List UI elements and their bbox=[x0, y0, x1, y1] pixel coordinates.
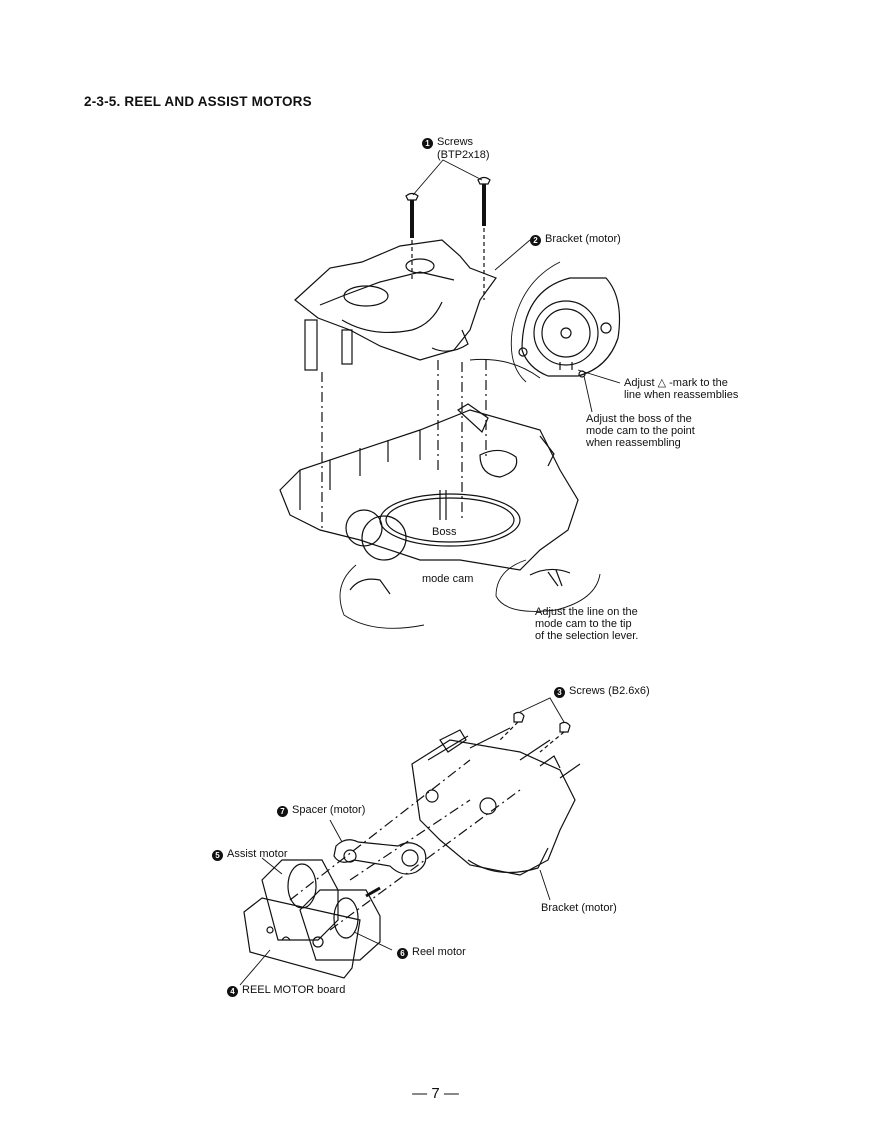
callout-adjust-mark-line2: line when reassemblies bbox=[624, 389, 739, 401]
callout-bracket-label: Bracket (motor) bbox=[545, 233, 621, 245]
step-number-badge: 2 bbox=[530, 235, 541, 246]
callout-screws-spec: (BTP2x18) bbox=[437, 149, 490, 161]
callout-spacer: 7 Spacer (motor) bbox=[277, 804, 365, 817]
callout-assist-label: Assist motor bbox=[227, 848, 288, 860]
callout-bracket-bottom: Bracket (motor) bbox=[541, 902, 617, 914]
callout-adjust-boss-line1: Adjust the boss of the bbox=[586, 413, 692, 425]
callout-board-label: REEL MOTOR board bbox=[242, 984, 346, 996]
step-number-badge: 1 bbox=[422, 138, 433, 149]
step-number-badge: 5 bbox=[212, 850, 223, 861]
callout-spacer-label: Spacer (motor) bbox=[292, 804, 366, 816]
callout-assist-motor: 5 Assist motor bbox=[212, 848, 288, 861]
section-title: 2-3-5. REEL AND ASSIST MOTORS bbox=[84, 94, 312, 109]
callout-adjust-line-line1: Adjust the line on the bbox=[535, 606, 638, 618]
screw-icon bbox=[405, 192, 419, 280]
callout-bracket-top: 2 Bracket (motor) bbox=[530, 233, 621, 246]
callout-reel-label: Reel motor bbox=[412, 946, 466, 958]
screw-icon bbox=[499, 711, 525, 741]
callout-adjust-mark-line1: Adjust △ -mark to the bbox=[624, 377, 728, 389]
callout-adjust-line: Adjust the line on the mode cam to the t… bbox=[535, 606, 638, 642]
screw-icon bbox=[477, 176, 491, 300]
callout-adjust-line-line2: mode cam to the tip bbox=[535, 618, 632, 630]
screw-icon bbox=[539, 721, 571, 753]
callout-adjust-boss-line2: mode cam to the point bbox=[586, 425, 695, 437]
callout-screws-b26: 3 Screws (B2.6x6) bbox=[554, 685, 650, 698]
callout-adjust-line-line3: of the selection lever. bbox=[535, 630, 639, 642]
callout-boss: Boss bbox=[432, 526, 457, 538]
step-number-badge: 6 bbox=[397, 948, 408, 959]
callout-mode-cam: mode cam bbox=[422, 573, 474, 585]
step-number-badge: 7 bbox=[277, 806, 288, 817]
page-number: — 7 — bbox=[412, 1085, 459, 1102]
callout-adjust-mark: Adjust △ -mark to the line when reassemb… bbox=[624, 377, 738, 401]
callout-adjust-boss-line3: when reassembling bbox=[586, 437, 681, 449]
callout-reel-motor-board: 4 REEL MOTOR board bbox=[227, 984, 345, 997]
callout-reel-motor: 6 Reel motor bbox=[397, 946, 466, 959]
step-number-badge: 4 bbox=[227, 986, 238, 997]
callout-screws-btp: 1 Screws (BTP2x18) bbox=[422, 136, 490, 161]
callout-adjust-boss: Adjust the boss of the mode cam to the p… bbox=[586, 413, 695, 449]
callout-screws-label: Screws bbox=[437, 136, 474, 148]
callout-screws-b26-label: Screws (B2.6x6) bbox=[569, 685, 650, 697]
step-number-badge: 3 bbox=[554, 687, 565, 698]
